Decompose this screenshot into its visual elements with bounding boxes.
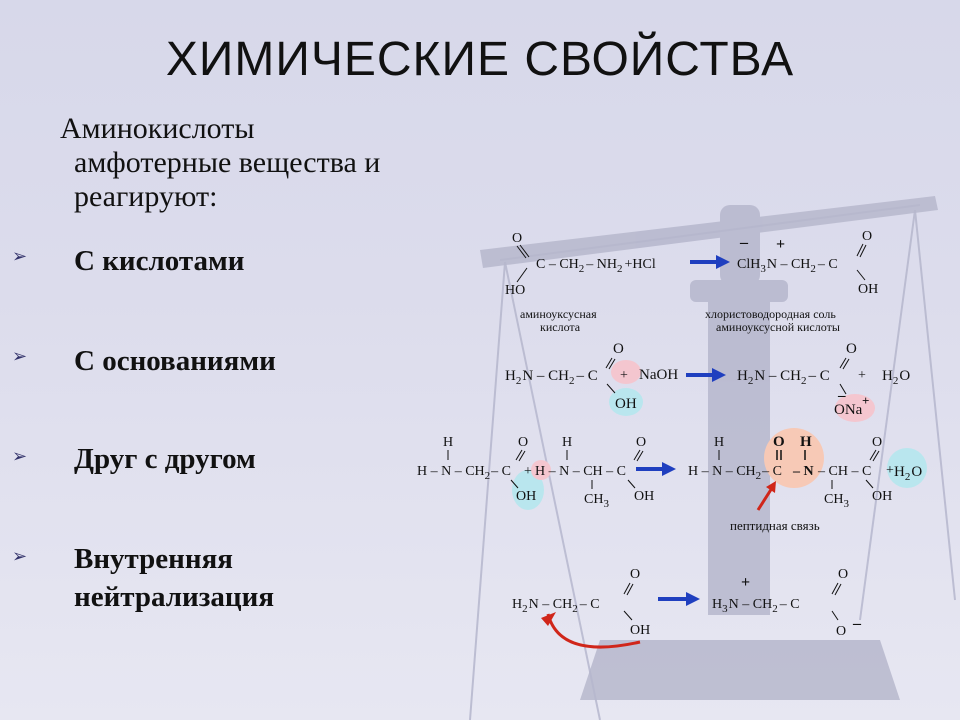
r3-right: H – N – CH – C	[535, 464, 626, 479]
r1-caption-right-2: аминоуксусной кислоты	[716, 320, 840, 334]
r2-arrow	[712, 368, 726, 382]
r1-ho: HO	[505, 283, 525, 298]
r3-prod-h2: H	[800, 434, 812, 450]
item-internal-1: Внутренняя	[74, 543, 233, 575]
r4-o: O	[630, 567, 640, 582]
r2-product: H2N – CH2– C	[737, 368, 830, 387]
item-bases: С основаниями	[74, 345, 276, 377]
r4-reactant: H2N – CH2– C	[512, 597, 600, 615]
r3-left: H – N – CH2– C	[417, 464, 511, 482]
r4-arrow	[686, 592, 700, 606]
r3-oh-2: OH	[634, 489, 654, 504]
highlight-oh-left	[512, 470, 544, 510]
r1-reactant: C – CH2– NH2+HCl	[536, 257, 656, 275]
r2-minus: –	[837, 388, 846, 404]
highlight-na	[611, 360, 641, 384]
r3-ch3: CH3	[584, 492, 609, 510]
peptide-pointer-arrow	[766, 481, 776, 493]
r2-plus-ion: +	[862, 393, 869, 408]
r4-plus: +	[741, 574, 750, 591]
bullet-arrow-icon: ➢	[12, 346, 28, 366]
bullet-arrow-icon: ➢	[12, 546, 28, 566]
r4-curved-arrow	[541, 612, 556, 626]
reaction-2: H2N – CH2– C O OH + NaOH H2N – CH2– C O …	[505, 341, 910, 418]
r1-o-top: O	[512, 231, 522, 246]
r4-prod-o2: O	[836, 624, 846, 639]
r3-prod-n: – N	[792, 464, 814, 479]
r1-caption-left-1: аминоуксусная	[520, 307, 597, 321]
r3-prod-o: O	[773, 434, 785, 450]
highlight-peptide	[764, 428, 824, 488]
highlight-h-right	[531, 460, 551, 480]
r1-plus: +	[776, 236, 785, 253]
r4-oh: OH	[630, 623, 650, 638]
r1-minus: –	[739, 234, 749, 251]
r4-minus: –	[852, 615, 862, 632]
r4-product: H3N – CH2– C	[712, 597, 800, 615]
r3-prod-o2: O	[872, 435, 882, 450]
r2-plus: +	[620, 368, 628, 383]
item-each-other: Друг с другом	[74, 443, 256, 475]
r3-arrow	[662, 462, 676, 476]
r3-h-top-2: H	[562, 435, 572, 450]
reaction-3: H O H O H – N – CH2– C + H – N – CH – C …	[417, 434, 922, 533]
r3-prod-ch-c: – CH – C	[817, 464, 871, 479]
r1-product: ClH3N – CH2– C	[737, 257, 838, 275]
reaction-4: H2N – CH2– C O OH + H3N – CH2– C O O –	[512, 567, 862, 649]
intro-text: Аминокислоты амфотерные вещества и реаги…	[60, 112, 480, 214]
r2-ona: ONa	[834, 402, 863, 418]
r2-prod-o: O	[846, 341, 857, 357]
r3-o-top-1: O	[518, 435, 528, 450]
r3-prod-ch3: CH3	[824, 492, 849, 510]
item-internal-2: нейтрализация	[74, 581, 275, 613]
r3-prod-oh: OH	[872, 489, 892, 504]
highlight-oh	[609, 388, 643, 416]
intro-line-3: реагируют:	[74, 180, 218, 213]
r3-oh-1: OH	[516, 489, 536, 504]
r3-prod-plus: +	[886, 463, 894, 478]
r3-prod-chain: H – N – CH2– C	[688, 464, 782, 482]
highlight-water	[887, 448, 927, 488]
intro-line-2: амфотерные вещества и	[74, 146, 381, 179]
bullet-arrow-icon: ➢	[12, 246, 28, 266]
item-acids: С кислотами	[74, 245, 245, 277]
r1-caption-left-2: кислота	[540, 320, 581, 334]
r3-h-top-1: H	[443, 435, 453, 450]
r1-arrow	[716, 255, 730, 269]
r2-oh: OH	[615, 396, 637, 412]
r3-prod-h: H	[714, 435, 724, 450]
r1-caption-right-1: хлористоводородная соль	[705, 307, 836, 321]
r2-plus-2: +	[858, 368, 866, 383]
r3-caption: пептидная связь	[730, 518, 820, 533]
slide-title: ХИМИЧЕСКИЕ СВОЙСТВА	[165, 33, 795, 86]
reaction-1: O C – CH2– NH2+HCl HO – + ClH3N – CH2– C…	[505, 229, 878, 334]
highlight-ona	[835, 394, 875, 422]
r2-naoh: NaOH	[639, 367, 678, 383]
r3-o-top-2: O	[636, 435, 646, 450]
r4-prod-o: O	[838, 567, 848, 582]
r3-water: H2O	[894, 464, 922, 483]
bullet-arrow-icon: ➢	[12, 446, 28, 466]
r1-prod-oh: OH	[858, 282, 878, 297]
r2-reactant: H2N – CH2– C	[505, 368, 598, 387]
r1-prod-o: O	[862, 229, 872, 244]
r2-o: O	[613, 341, 624, 357]
r3-plus: +	[524, 464, 532, 479]
r2-water: H2O	[882, 368, 910, 387]
intro-line-1: Аминокислоты	[60, 112, 255, 145]
